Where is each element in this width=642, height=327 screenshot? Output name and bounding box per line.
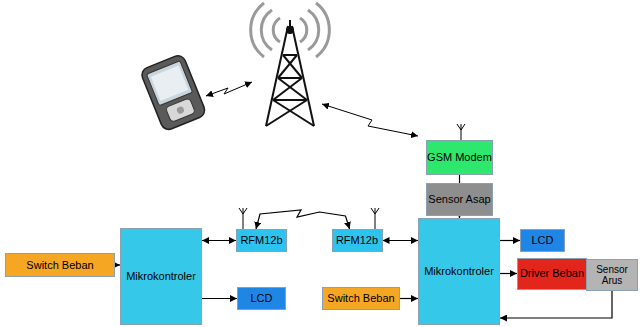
connector — [500, 291, 612, 318]
connector — [383, 240, 419, 241]
connector — [500, 273, 517, 274]
mobile-phone-part — [176, 106, 185, 115]
signal-waves-part — [261, 10, 272, 50]
node-label: Mikrokontroler — [424, 265, 494, 278]
driver-box: Driver Beban — [517, 258, 587, 290]
cell-tower-part — [283, 55, 302, 78]
signal-waves-part — [273, 18, 280, 42]
connector — [202, 298, 237, 299]
modem-box: GSM Modem — [426, 140, 493, 175]
sensor-box: Sensor Asap — [426, 183, 493, 216]
cell-tower-part — [278, 55, 297, 78]
node-label: Driver Beban — [520, 267, 584, 280]
connector — [459, 175, 460, 183]
mobile-phone — [140, 53, 207, 131]
cell-tower-part — [273, 100, 314, 126]
switch-box: Switch Beban — [322, 287, 400, 310]
antenna-part — [239, 208, 247, 214]
antenna-part — [457, 124, 465, 130]
signal-waves-part — [308, 10, 319, 50]
node-label: Switch Beban — [26, 259, 93, 272]
node-label: Mikrokontroler — [126, 270, 196, 283]
node-label: RFM12b — [240, 234, 282, 247]
node-label: Sensor Asap — [428, 193, 490, 206]
node-label: GSM Modem — [427, 151, 492, 164]
mobile-phone-part — [140, 53, 207, 131]
cell-tower-part — [278, 78, 307, 100]
radio-box: RFM12b — [332, 229, 383, 252]
node-label: LCD — [531, 234, 553, 247]
antenna-part — [461, 124, 462, 140]
antenna-part — [243, 208, 244, 229]
cell-tower-part — [278, 77, 302, 79]
wireless-link-part — [322, 104, 418, 136]
signal-waves-part — [316, 3, 329, 57]
radio-box: RFM12b — [236, 229, 287, 252]
controller-box: Mikrokontroler — [418, 218, 500, 325]
cell-tower-part — [287, 27, 293, 33]
cell-tower-part — [273, 78, 302, 100]
sensor-box: Sensor Arus — [586, 259, 638, 291]
connector — [400, 298, 418, 299]
mobile-phone-part — [165, 98, 195, 123]
node-label: Switch Beban — [327, 292, 394, 305]
cell-tower-part — [266, 26, 288, 126]
connector — [202, 240, 236, 241]
node-label: LCD — [250, 292, 272, 305]
connector — [500, 240, 520, 241]
wireless-link — [206, 82, 418, 136]
signal-waves — [251, 3, 330, 57]
wireless-link-part — [206, 82, 252, 96]
controller-box: Mikrokontroler — [120, 228, 202, 325]
display-box: LCD — [237, 287, 286, 310]
cell-tower-part — [283, 54, 297, 56]
antenna-part — [371, 208, 379, 214]
signal-waves-part — [251, 3, 264, 57]
cell-tower-part — [273, 99, 307, 101]
cell-tower-part — [292, 26, 314, 126]
node-label: RFM12b — [336, 234, 378, 247]
display-box: LCD — [520, 229, 565, 252]
connector — [256, 210, 350, 229]
signal-waves-part — [300, 18, 307, 42]
switch-box: Switch Beban — [5, 253, 115, 277]
antenna-part — [375, 208, 376, 229]
cell-tower — [266, 20, 314, 126]
cell-tower-part — [266, 100, 307, 126]
node-label: Sensor Arus — [587, 264, 637, 287]
mobile-phone-part — [151, 66, 189, 101]
